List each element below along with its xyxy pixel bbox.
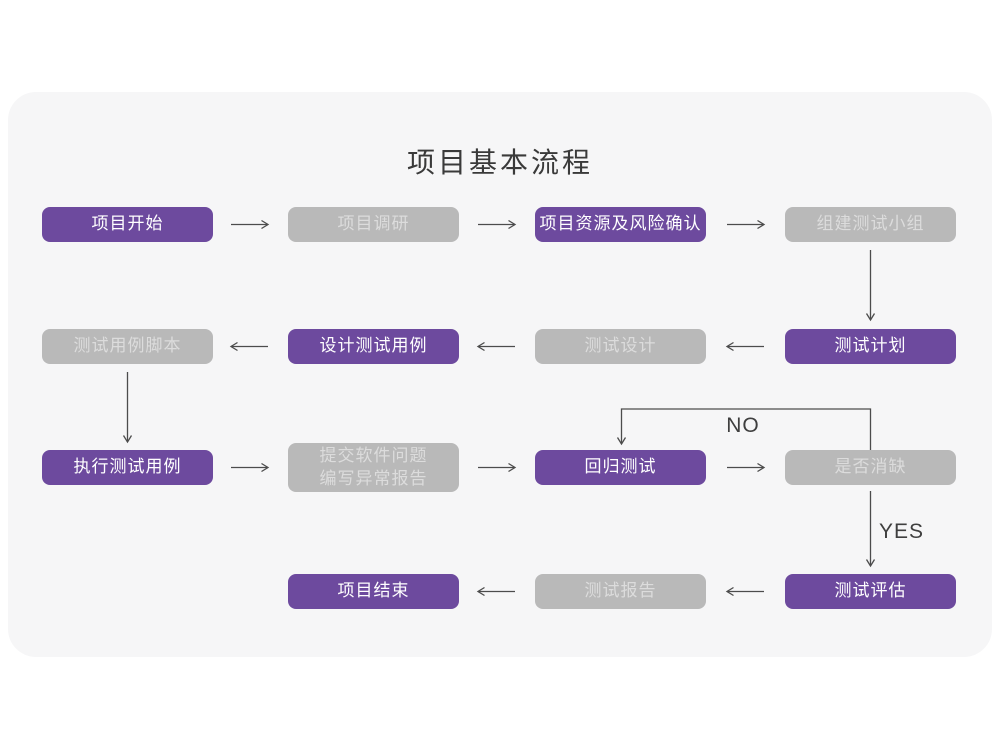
node-test-case-script: 测试用例脚本	[42, 329, 213, 364]
node-resource-risk-confirm: 项目资源及风险确认	[535, 207, 706, 242]
node-regression-test: 回归测试	[535, 450, 706, 485]
node-defect-resolved-decision: 是否消缺	[785, 450, 956, 485]
node-test-plan: 测试计划	[785, 329, 956, 364]
node-project-start: 项目开始	[42, 207, 213, 242]
node-project-end: 项目结束	[288, 574, 459, 609]
node-build-test-team: 组建测试小组	[785, 207, 956, 242]
node-test-design: 测试设计	[535, 329, 706, 364]
node-test-evaluation: 测试评估	[785, 574, 956, 609]
node-test-report: 测试报告	[535, 574, 706, 609]
edge-label-yes: YES	[879, 520, 925, 543]
node-project-research: 项目调研	[288, 207, 459, 242]
node-submit-issues-report: 提交软件问题 编写异常报告	[288, 443, 459, 492]
page-title: 项目基本流程	[406, 147, 593, 178]
node-design-test-cases: 设计测试用例	[288, 329, 459, 364]
node-execute-test-cases: 执行测试用例	[42, 450, 213, 485]
edge-label-no: NO	[726, 414, 760, 437]
flowchart-card	[8, 92, 992, 657]
